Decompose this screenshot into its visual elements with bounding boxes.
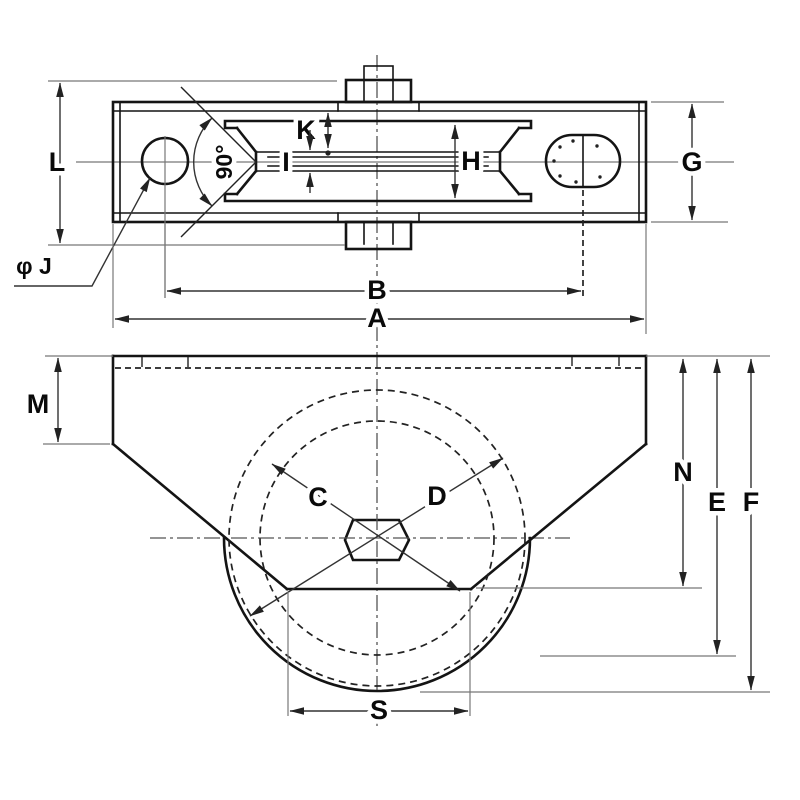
v-groove-wheel-plan xyxy=(223,119,533,203)
angle-label: 90° xyxy=(211,145,237,180)
axle-bolt-head xyxy=(337,65,420,112)
center-lines xyxy=(76,55,734,728)
dim-label-c: C xyxy=(308,482,328,512)
axle-nut xyxy=(337,212,420,251)
dim-label-s: S xyxy=(370,695,388,725)
dim-label-k: K xyxy=(296,115,316,145)
dimension-D: D xyxy=(249,457,504,617)
dimension-M: M xyxy=(22,355,113,445)
dimension-K: K xyxy=(292,111,332,156)
dim-label-m: M xyxy=(27,389,50,419)
dimension-A: A xyxy=(112,224,647,338)
dim-label-g: G xyxy=(681,147,702,177)
dim-label-f: F xyxy=(743,487,760,517)
dim-label-d: D xyxy=(427,481,447,511)
dimension-H: H xyxy=(451,124,485,199)
dim-label-e: E xyxy=(708,487,726,517)
dimension-G: G xyxy=(651,101,728,223)
bracket-front-outline xyxy=(111,354,648,591)
dim-label-i: I xyxy=(282,147,290,177)
dimension-B: B xyxy=(164,224,582,310)
plan-view: 90° L G K I H xyxy=(12,65,728,338)
dimension-S: S xyxy=(287,592,471,730)
dimension-E: E xyxy=(540,358,736,657)
dim-label-l: L xyxy=(49,147,66,177)
dim-label-a: A xyxy=(367,303,387,333)
groove-angle-90: 90° xyxy=(180,86,257,238)
dimension-L: L xyxy=(44,80,345,246)
dimension-N: N xyxy=(476,355,770,589)
dimension-phi-j: φ J xyxy=(12,177,151,287)
front-view: M C D N E F xyxy=(22,354,770,730)
dim-label-h: H xyxy=(461,146,481,176)
dim-label-b: B xyxy=(367,275,387,305)
oblong-mounting-hole xyxy=(544,133,622,298)
dim-label-n: N xyxy=(673,457,693,487)
dim-label-phi-j: φ J xyxy=(16,253,52,279)
